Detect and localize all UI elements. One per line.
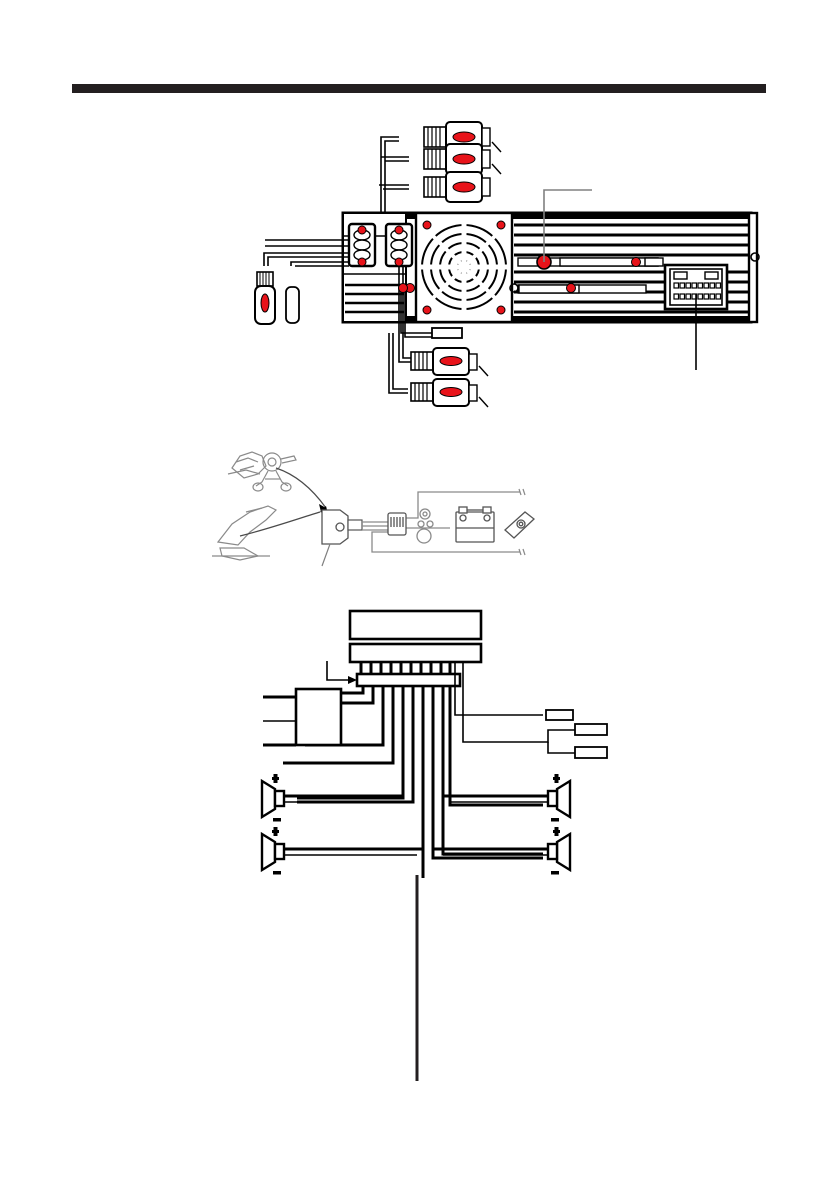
harness-pin-wires-upper: [359, 662, 452, 674]
head-unit-speaker-harness: [260, 609, 608, 1081]
connector-pins-bottom: [673, 293, 722, 300]
inline-fuse: [431, 327, 463, 339]
rca-plug-bottom-2: [410, 378, 489, 408]
cooling-fan-grille: [405, 211, 514, 324]
speaker-rear-left: [260, 827, 286, 875]
heatsink-screw-3: [566, 283, 576, 293]
callout-harness-plug: [326, 661, 350, 681]
speaker-front-right: [546, 774, 572, 822]
engine-bay-sketch: [227, 451, 297, 492]
chassis-right-endcap: [747, 211, 760, 324]
harness-wires-lower-thin: [382, 662, 543, 743]
remote-lead: [285, 286, 300, 324]
power-lead-plug: [254, 271, 276, 325]
heatsink-screw-2: [631, 257, 641, 267]
battery: [455, 506, 495, 543]
iso-power-leads: [263, 695, 296, 747]
speaker-rear-right: [546, 827, 572, 875]
speaker-leads: [284, 794, 548, 856]
power-terminal-block: [347, 222, 377, 268]
header-rule: [72, 84, 766, 93]
fuse-holder: [387, 512, 407, 536]
rca-plug-top-3: [423, 171, 491, 203]
speaker-front-left: [260, 774, 286, 822]
iso-power-block: [294, 687, 343, 747]
amplifier-rear-panel: [254, 121, 760, 408]
power-lead-wires: [263, 239, 349, 267]
connector-header: [348, 642, 483, 664]
ground-terminal: [504, 511, 535, 539]
antenna-lead: [545, 709, 574, 721]
connector-pins-top: [673, 282, 722, 289]
head-unit-body: [348, 609, 483, 641]
routing-arrows: [239, 467, 327, 537]
ring-terminals: [416, 508, 434, 544]
rca-preout-pair: [536, 729, 575, 754]
amplifier-bottom-wires: [388, 266, 432, 394]
wire-end-marks: [518, 488, 526, 556]
rca-plug-top-2: [423, 143, 502, 175]
harness-plug: [355, 672, 462, 688]
speaker-terminal-block: [384, 222, 414, 268]
rca-plug-bottom-1: [410, 347, 489, 377]
vehicle-power-connection: [212, 451, 535, 567]
connector-body: [321, 509, 363, 545]
callout-mounting-screw: [543, 189, 592, 262]
power-run-wires: [362, 491, 520, 553]
chassis-screw-left: [509, 283, 519, 293]
harness-wires-lower: [283, 686, 543, 878]
vehicle-body-sketch: [212, 505, 278, 561]
callout-firewall-grommet: [321, 543, 331, 567]
